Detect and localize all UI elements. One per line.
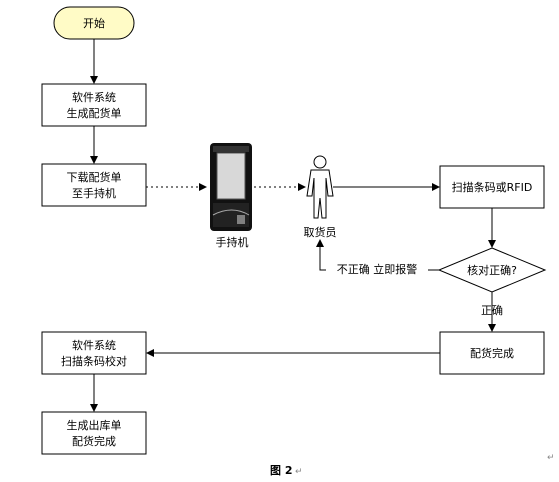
generate-order-box: 软件系统 生成配货单 bbox=[41, 83, 147, 127]
picking-complete-box: 配货完成 bbox=[439, 331, 545, 375]
caption-return-mark: ↵ bbox=[295, 467, 303, 477]
handheld-device-icon bbox=[210, 143, 252, 231]
verify-line2: 扫描条码校对 bbox=[61, 354, 127, 368]
download-order-box: 下载配货单 至手持机 bbox=[41, 163, 147, 207]
incorrect-label: 不正确 立即报警 bbox=[337, 262, 418, 276]
outbound-line1: 生成出库单 bbox=[67, 418, 122, 432]
correct-label: 正确 bbox=[481, 304, 503, 317]
download-order-line1: 下载配货单 bbox=[67, 170, 122, 184]
device-label: 手持机 bbox=[216, 235, 249, 249]
scan-box-label: 扫描条码或RFID bbox=[452, 180, 533, 194]
picking-complete-label: 配货完成 bbox=[470, 346, 514, 360]
corner-return-mark: ↵ bbox=[547, 453, 555, 463]
decision-diamond: 核对正确? bbox=[437, 247, 547, 293]
picker-label: 取货员 bbox=[304, 225, 337, 239]
decision-label: 核对正确? bbox=[467, 263, 517, 277]
generate-order-line2: 生成配货单 bbox=[67, 106, 122, 120]
scan-box: 扫描条码或RFID bbox=[439, 165, 545, 209]
figure-caption: 图 2 bbox=[270, 464, 292, 477]
download-order-line2: 至手持机 bbox=[72, 186, 116, 200]
verify-box: 软件系统 扫描条码校对 bbox=[41, 331, 147, 375]
outbound-line2: 配货完成 bbox=[72, 434, 116, 448]
outbound-order-box: 生成出库单 配货完成 bbox=[41, 411, 147, 455]
generate-order-line1: 软件系统 bbox=[72, 90, 116, 104]
verify-line1: 软件系统 bbox=[72, 338, 116, 352]
person-icon bbox=[306, 155, 334, 219]
start-label: 开始 bbox=[83, 16, 105, 30]
start-node: 开始 bbox=[53, 6, 135, 40]
